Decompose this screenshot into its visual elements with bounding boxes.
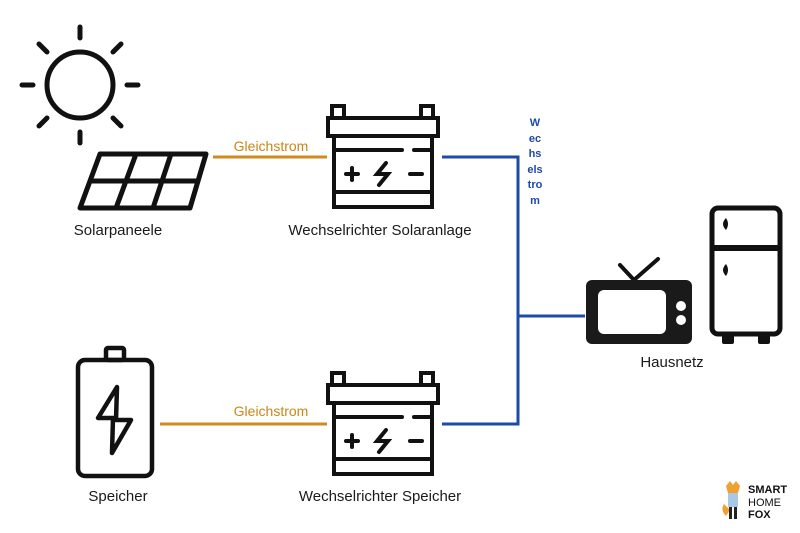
label-house-grid: Hausnetz: [640, 354, 704, 371]
inverter-solar-icon: [326, 104, 440, 209]
tv-icon: [586, 257, 692, 344]
inverter-storage-icon: [326, 371, 440, 476]
label-ac: Wechselstrom: [527, 117, 543, 207]
smart-home-fox-logo: SMART HOME FOX: [748, 484, 787, 522]
logo-line-3: FOX: [748, 509, 771, 521]
storage-battery-icon: [75, 345, 155, 479]
label-solar-panels: Solarpaneele: [73, 222, 163, 239]
label-storage: Speicher: [88, 488, 148, 505]
label-dc-bottom: Gleichstrom: [233, 403, 309, 419]
solar-panel-icon: [77, 151, 209, 211]
sun-icon: [19, 24, 141, 146]
fridge-icon: [709, 205, 783, 344]
logo-line-1: SMART: [748, 484, 788, 496]
logo-line-2: HOME: [748, 496, 781, 509]
label-inverter-solar: Wechselrichter Solaranlage: [288, 222, 472, 239]
label-inverter-storage: Wechselrichter Speicher: [298, 488, 462, 505]
fox-logo-icon: [722, 481, 740, 519]
ac-lines: [442, 155, 585, 426]
label-dc-top: Gleichstrom: [233, 138, 309, 154]
